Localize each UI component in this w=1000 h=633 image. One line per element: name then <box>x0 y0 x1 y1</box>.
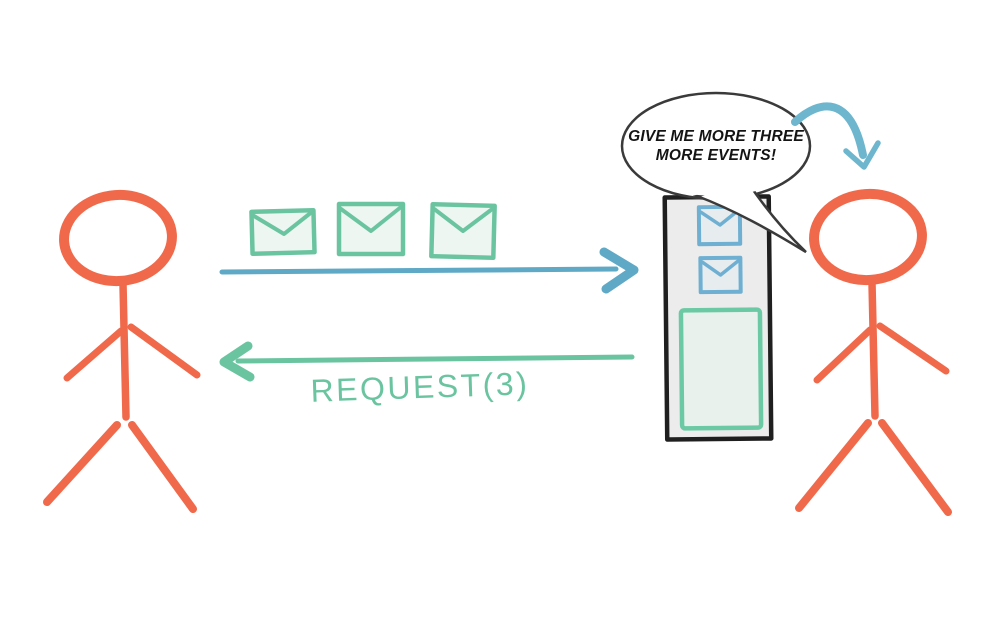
left-figure-leg-right <box>128 421 197 513</box>
buffer-box <box>678 307 764 431</box>
curved-arrow-icon <box>791 102 881 170</box>
speech-bubble: GIVE ME MORE THREE MORE EVENTS! <box>620 91 812 254</box>
right-figure-body <box>868 279 879 420</box>
right-figure-arm-right <box>876 322 950 375</box>
buffer-queue <box>662 194 774 442</box>
left-figure-leg-left <box>43 421 121 506</box>
left-stick-figure-icon <box>43 189 201 513</box>
envelope-icon <box>429 201 497 261</box>
speech-bubble-tail <box>692 182 807 254</box>
queued-envelope-icon <box>698 255 743 295</box>
left-figure-body <box>119 280 130 421</box>
left-figure-head <box>59 189 177 287</box>
speech-bubble-line2: MORE EVENTS! <box>656 147 776 164</box>
speech-bubble-line1: GIVE ME MORE THREE <box>628 128 804 145</box>
left-figure-arm-left <box>63 327 125 382</box>
right-figure-leg-left <box>795 419 872 512</box>
request-label: REQUEST(3) <box>310 365 530 409</box>
envelope-icon <box>249 207 317 257</box>
right-figure-head <box>809 188 927 286</box>
left-figure-arm-right <box>127 323 201 379</box>
event-envelopes <box>249 201 497 261</box>
right-stick-figure-icon <box>795 188 952 516</box>
speech-bubble-fill <box>625 96 807 196</box>
right-figure-arm-left <box>813 326 874 384</box>
envelope-icon <box>336 201 406 257</box>
events-arrow-right-icon <box>219 247 639 294</box>
request-arrow-left-icon <box>219 341 635 382</box>
queued-envelope-icon <box>696 204 743 247</box>
right-figure-leg-right <box>878 419 952 516</box>
